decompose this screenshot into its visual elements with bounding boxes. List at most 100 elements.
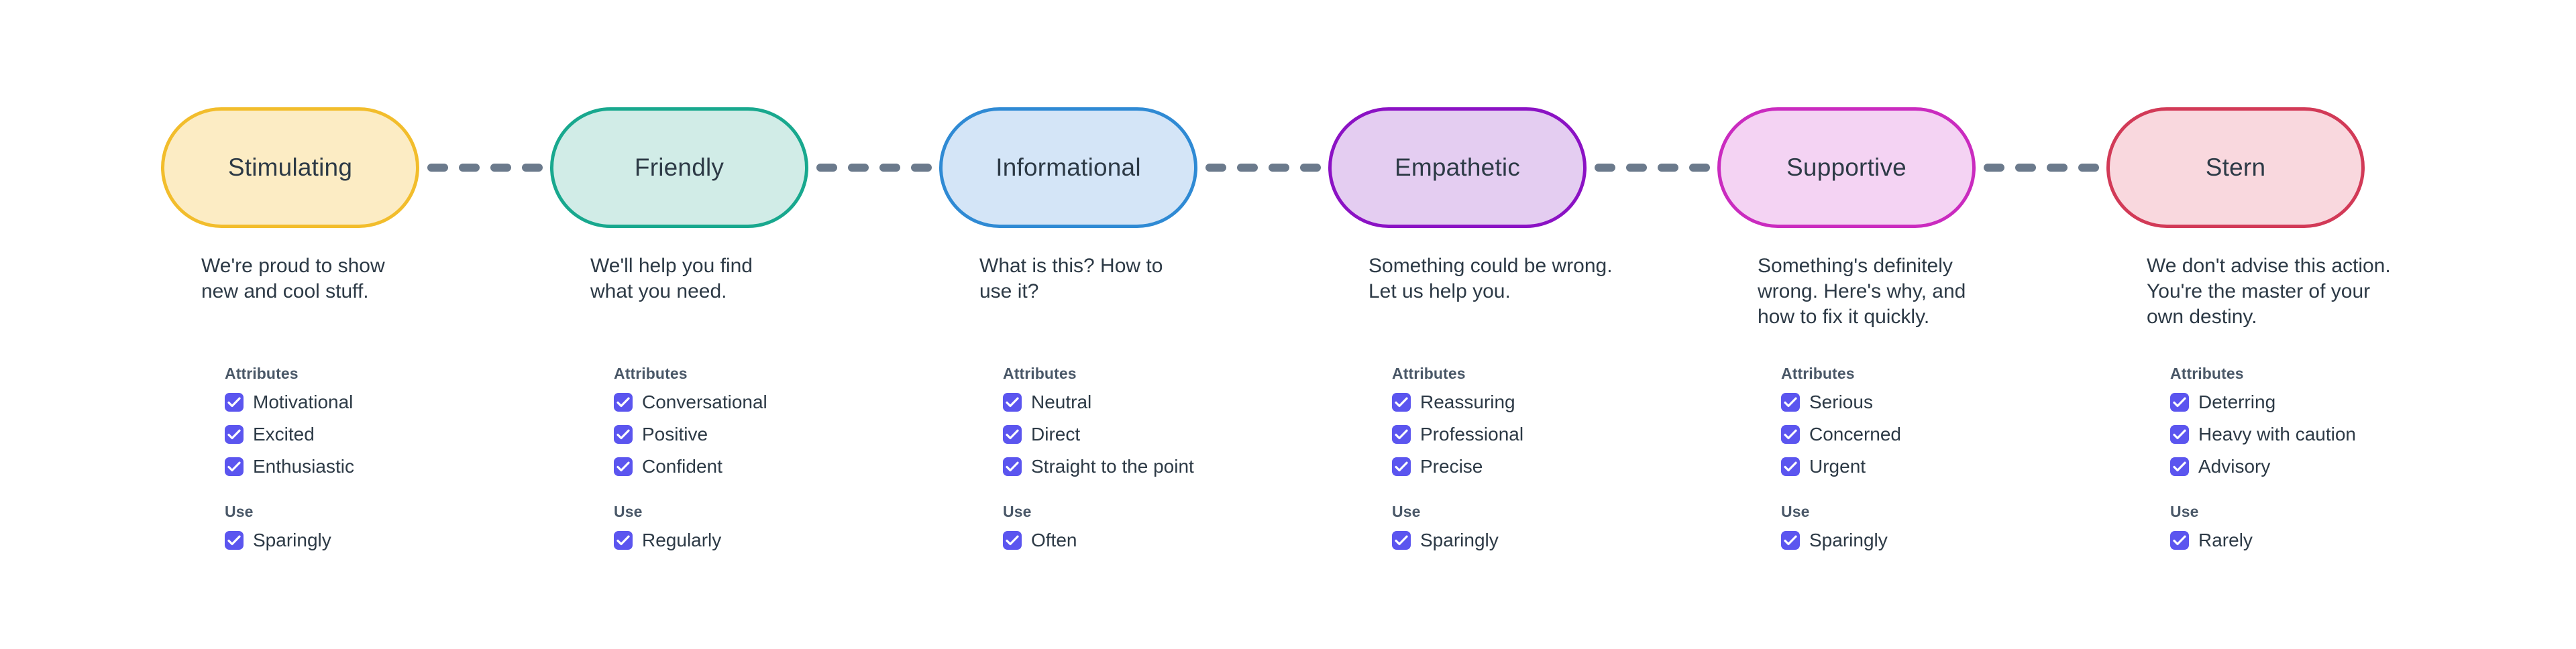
dashed-connector: [419, 164, 550, 172]
attributes-group-title: Attributes: [2170, 365, 2244, 382]
checkbox-checked-icon[interactable]: [225, 425, 244, 444]
tone-pill-friendly[interactable]: Friendly: [550, 107, 808, 228]
connector-dash: [1983, 164, 2004, 172]
tone-pill-supportive[interactable]: Supportive: [1717, 107, 1976, 228]
checkbox-checked-icon[interactable]: [2170, 457, 2189, 476]
checkbox-checked-icon[interactable]: [1003, 457, 1022, 476]
attributes-checkbox-row[interactable]: Enthusiastic: [225, 451, 574, 483]
attributes-checkbox-row[interactable]: Straight to the point: [1003, 451, 1352, 483]
attributes-label: Motivational: [253, 392, 354, 412]
checkbox-checked-icon[interactable]: [1392, 531, 1411, 550]
checkbox-checked-icon[interactable]: [1781, 457, 1800, 476]
use-checkbox-row[interactable]: Often: [1003, 524, 1352, 556]
tone-pill-stern[interactable]: Stern: [2106, 107, 2365, 228]
checkbox-checked-icon[interactable]: [614, 457, 633, 476]
attributes-checkbox-row[interactable]: Concerned: [1781, 418, 2130, 451]
tone-description: We'll help you find what you need.: [590, 255, 753, 302]
attributes-label: Reassuring: [1420, 392, 1515, 412]
checkbox-checked-icon[interactable]: [2170, 425, 2189, 444]
use-checkbox-row[interactable]: Sparingly: [225, 524, 574, 556]
checkbox-checked-icon[interactable]: [614, 393, 633, 412]
attributes-group-title: Attributes: [1781, 365, 1855, 382]
tone-description: Something could be wrong. Let us help yo…: [1368, 255, 1613, 302]
attributes-checkbox-row[interactable]: Motivational: [225, 386, 574, 418]
checkbox-checked-icon[interactable]: [1003, 425, 1022, 444]
use-label: Sparingly: [1420, 530, 1499, 550]
attributes-label: Professional: [1420, 424, 1524, 445]
checkbox-checked-icon[interactable]: [1392, 393, 1411, 412]
checkbox-checked-icon[interactable]: [2170, 393, 2189, 412]
use-checkbox-row[interactable]: Sparingly: [1781, 524, 2130, 556]
tone-description: We don't advise this action. You're the …: [2147, 255, 2391, 328]
dashed-connector: [1587, 164, 1717, 172]
attributes-checkbox-row[interactable]: Reassuring: [1392, 386, 1741, 418]
connector-dash: [910, 164, 932, 172]
connector-dash: [1688, 164, 1710, 172]
dashed-connector: [808, 164, 939, 172]
attributes-checkbox-row[interactable]: Urgent: [1781, 451, 2130, 483]
attributes-checkbox-row[interactable]: Precise: [1392, 451, 1741, 483]
use-label: Rarely: [2198, 530, 2253, 550]
checkbox-checked-icon[interactable]: [225, 457, 244, 476]
use-group-title: Use: [614, 503, 643, 520]
tone-pill-empathetic[interactable]: Empathetic: [1328, 107, 1587, 228]
use-group-title: Use: [1392, 503, 1421, 520]
use-checkbox-row[interactable]: Sparingly: [1392, 524, 1741, 556]
tone-pill-label: Stern: [2205, 154, 2266, 181]
tone-pill-label: Informational: [996, 154, 1141, 181]
checkbox-checked-icon[interactable]: [1392, 457, 1411, 476]
tone-pill-label: Empathetic: [1394, 154, 1521, 181]
attributes-label: Excited: [253, 424, 315, 445]
attributes-label: Confident: [642, 456, 722, 477]
use-label: Regularly: [642, 530, 722, 550]
use-label: Often: [1031, 530, 1077, 550]
attributes-checkbox-row[interactable]: Heavy with caution: [2170, 418, 2519, 451]
checkbox-checked-icon[interactable]: [1781, 531, 1800, 550]
tone-column-stimulating: We're proud to show new and cool stuff.A…: [201, 253, 590, 550]
connector-dash: [1299, 164, 1321, 172]
attributes-checkbox-row[interactable]: Excited: [225, 418, 574, 451]
attributes-label: Serious: [1809, 392, 1873, 412]
connector-dash: [427, 164, 448, 172]
checkbox-checked-icon[interactable]: [1392, 425, 1411, 444]
attributes-checkbox-row[interactable]: Professional: [1392, 418, 1741, 451]
checkbox-checked-icon[interactable]: [225, 393, 244, 412]
tone-pill-stimulating[interactable]: Stimulating: [161, 107, 419, 228]
attributes-checkbox-row[interactable]: Deterring: [2170, 386, 2519, 418]
use-checkbox-row[interactable]: Rarely: [2170, 524, 2519, 556]
attributes-checkbox-row[interactable]: Confident: [614, 451, 963, 483]
tone-pill-row: Stimulating Friendly Informational Empathet…: [161, 107, 2365, 228]
tone-detail-columns: We're proud to show new and cool stuff.A…: [201, 253, 2536, 550]
checkbox-checked-icon[interactable]: [614, 531, 633, 550]
attributes-checkbox-row[interactable]: Serious: [1781, 386, 2130, 418]
connector-dash: [458, 164, 480, 172]
checkbox-checked-icon[interactable]: [1781, 425, 1800, 444]
checkbox-checked-icon[interactable]: [1003, 531, 1022, 550]
attributes-checkbox-row[interactable]: Advisory: [2170, 451, 2519, 483]
attributes-checkbox-row[interactable]: Neutral: [1003, 386, 1352, 418]
attributes-checkbox-row[interactable]: Positive: [614, 418, 963, 451]
tone-pill-informational[interactable]: Informational: [939, 107, 1197, 228]
use-group-title: Use: [225, 503, 254, 520]
checkbox-checked-icon[interactable]: [614, 425, 633, 444]
attributes-checkbox-row[interactable]: Direct: [1003, 418, 1352, 451]
attributes-checkbox-row[interactable]: Conversational: [614, 386, 963, 418]
checkbox-checked-icon[interactable]: [225, 531, 244, 550]
tone-pill-label: Stimulating: [227, 154, 353, 181]
connector-dash: [879, 164, 900, 172]
attributes-label: Straight to the point: [1031, 456, 1194, 477]
tone-description: Something's definitely wrong. Here's why…: [1758, 255, 1966, 328]
checkbox-checked-icon[interactable]: [1781, 393, 1800, 412]
checkbox-checked-icon[interactable]: [2170, 531, 2189, 550]
attributes-label: Urgent: [1809, 456, 1866, 477]
connector-dash: [816, 164, 837, 172]
checkbox-checked-icon[interactable]: [1003, 393, 1022, 412]
dashed-connector: [1197, 164, 1328, 172]
connector-dash: [1657, 164, 1678, 172]
attributes-label: Positive: [642, 424, 708, 445]
use-checkbox-row[interactable]: Regularly: [614, 524, 963, 556]
attributes-label: Enthusiastic: [253, 456, 354, 477]
